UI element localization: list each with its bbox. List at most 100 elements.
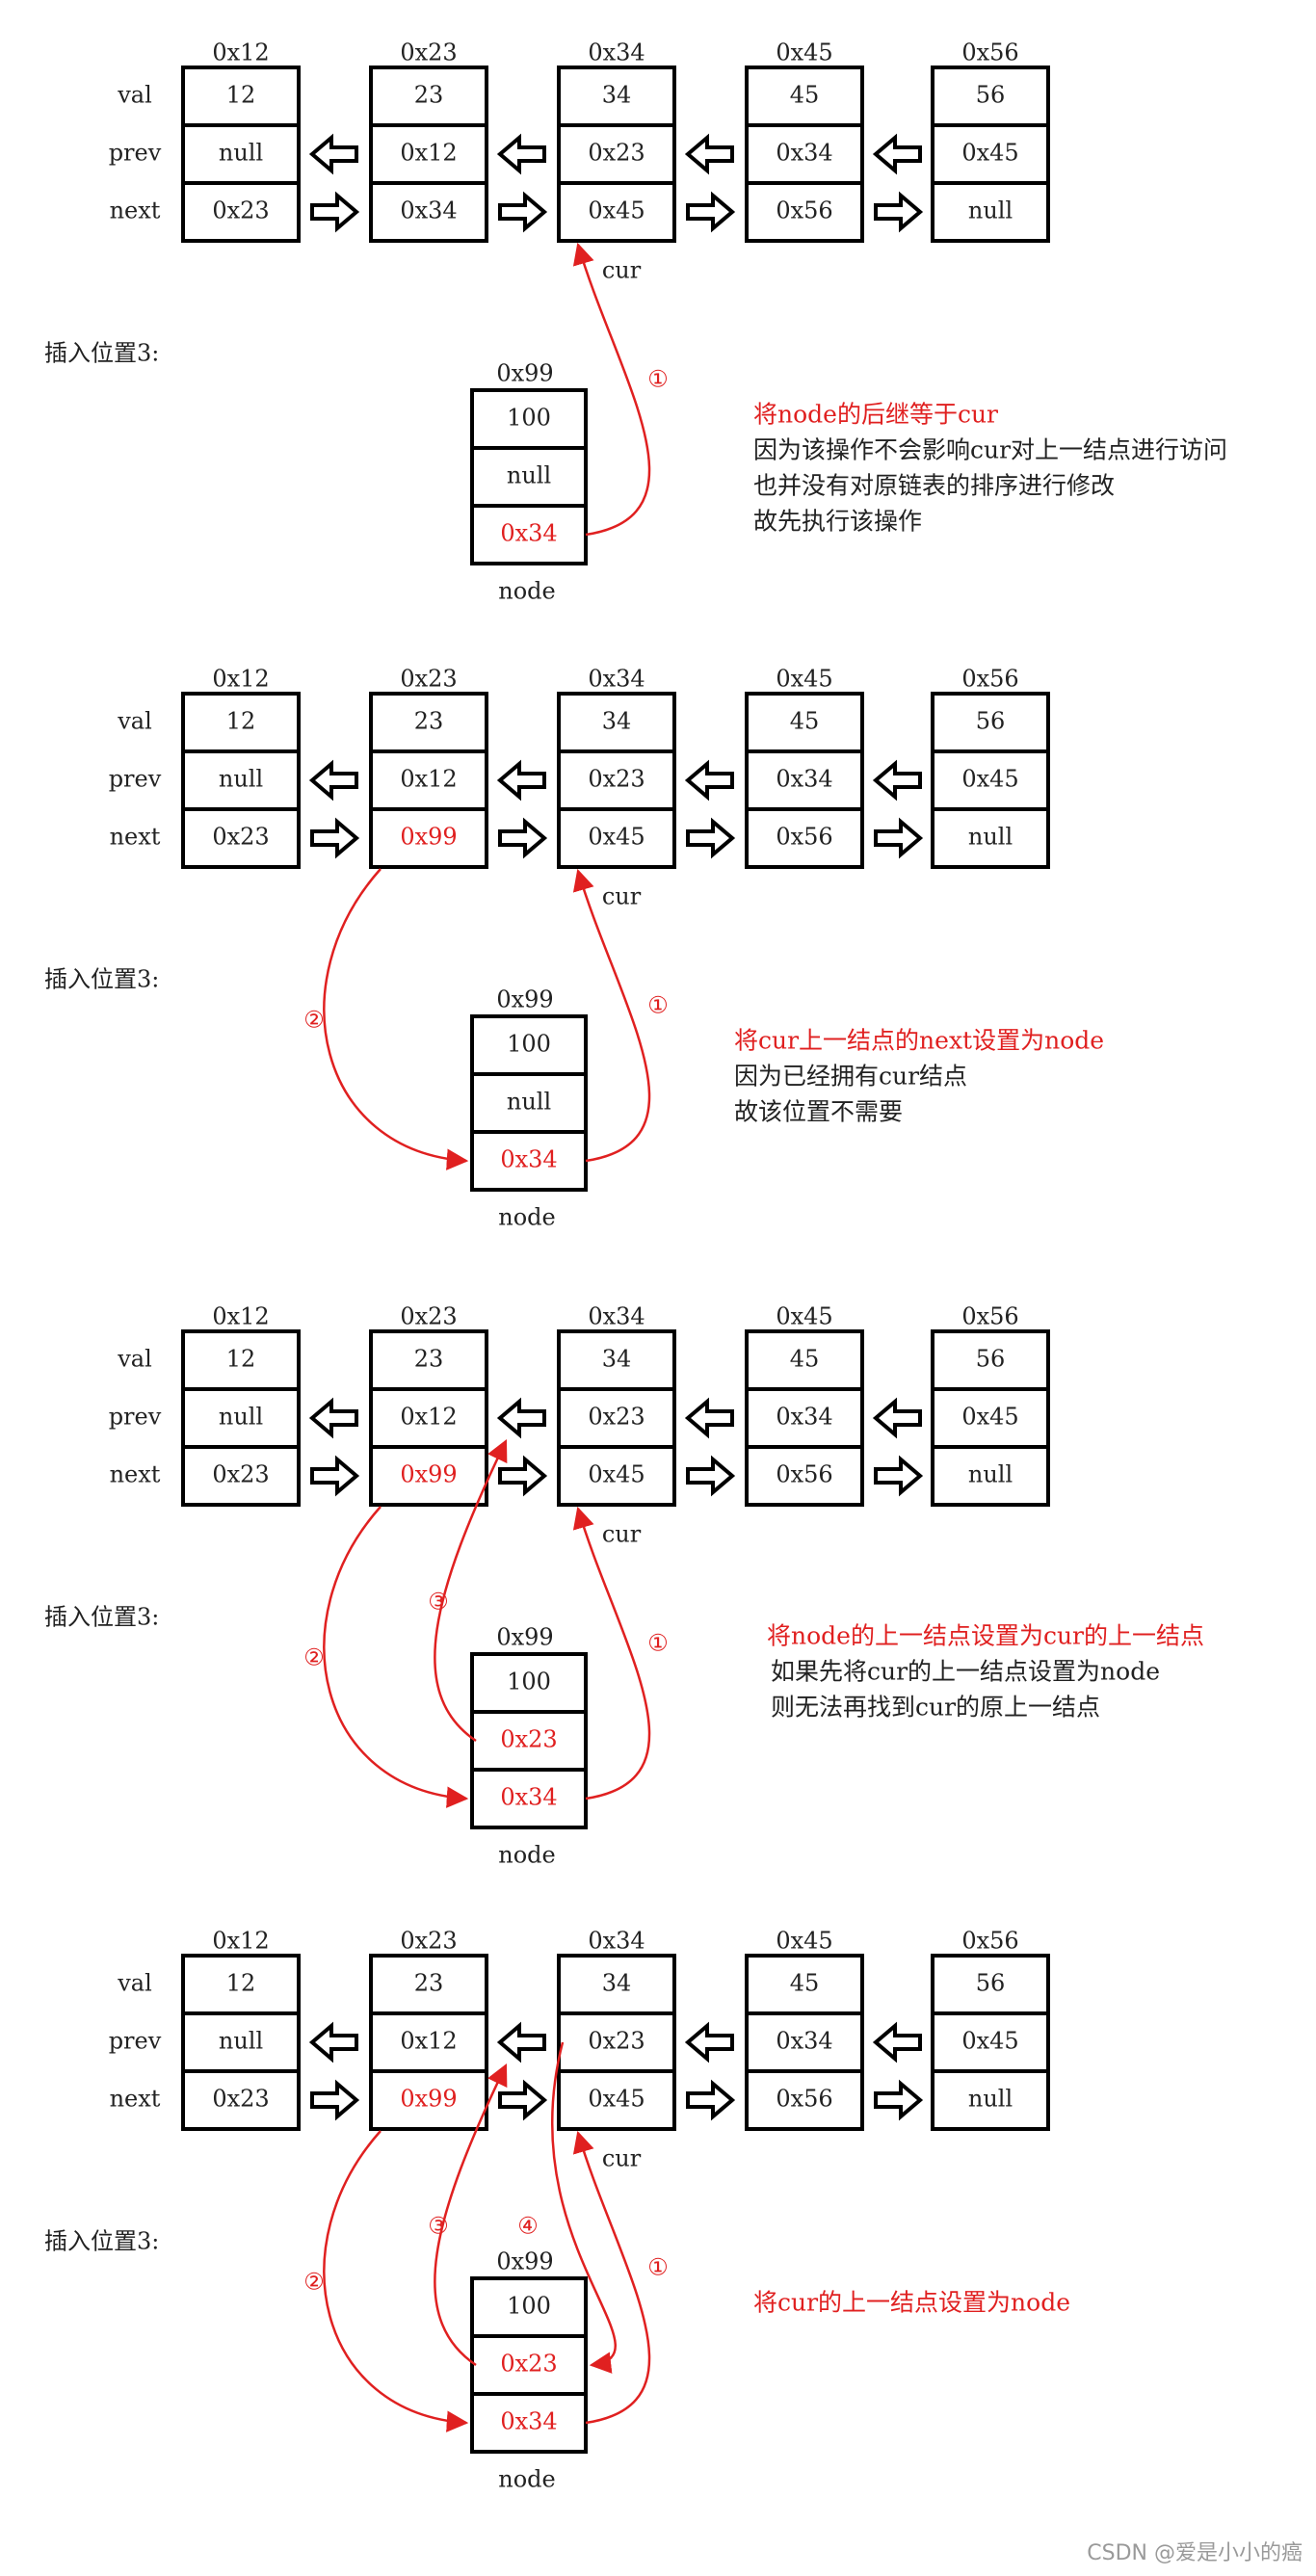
node-box xyxy=(557,1954,676,2131)
next-cell: null xyxy=(968,824,1013,851)
prev-cell: 0x45 xyxy=(961,140,1018,167)
note-line: 将node的后继等于cur xyxy=(753,401,998,429)
prev-cell: 0x23 xyxy=(588,766,645,793)
next-cell: null xyxy=(968,1461,1013,1488)
arrow-step-1 xyxy=(572,868,651,1163)
next-arrow xyxy=(686,817,736,859)
node-address: 0x56 xyxy=(961,39,1018,66)
next-cell: 0x56 xyxy=(776,197,832,224)
prev-arrow xyxy=(496,133,546,175)
val-cell: 23 xyxy=(414,1346,444,1373)
node-address: 0x23 xyxy=(400,666,457,693)
prev-cell: 0x34 xyxy=(776,140,832,167)
node-box xyxy=(557,66,676,243)
next-arrow xyxy=(498,817,548,859)
node-box xyxy=(931,1954,1050,2131)
next-arrow xyxy=(874,817,924,859)
marker-4: ④ xyxy=(517,2213,539,2240)
next-arrow xyxy=(310,1455,360,1497)
node-address: 0x45 xyxy=(776,666,832,693)
row-label-prev: prev xyxy=(109,140,162,167)
node-label: node xyxy=(498,1204,555,1231)
row-label-next: next xyxy=(110,197,161,224)
arrow-step-1 xyxy=(572,2130,651,2425)
new-node-address: 0x99 xyxy=(496,360,553,387)
prev-cell: 0x34 xyxy=(776,2028,832,2055)
marker-1: ① xyxy=(647,2254,669,2281)
node-address: 0x34 xyxy=(588,666,645,693)
node-label: node xyxy=(498,1842,555,1869)
prev-cell: 0x34 xyxy=(776,1404,832,1431)
new-node-address: 0x99 xyxy=(496,986,553,1013)
next-cell: 0x56 xyxy=(776,824,832,851)
node-box xyxy=(745,692,864,869)
prev-arrow xyxy=(496,2021,546,2063)
prev-cell: 0x12 xyxy=(400,766,457,793)
next-cell: 0x23 xyxy=(212,2086,269,2113)
arrow-step-1 xyxy=(572,1506,651,1801)
prev-arrow xyxy=(496,1397,546,1439)
node-box xyxy=(369,66,488,243)
new-node-val: 100 xyxy=(507,1669,551,1695)
node-address: 0x12 xyxy=(212,1928,269,1955)
insert-position-label: 插入位置3: xyxy=(44,966,159,993)
next-arrow xyxy=(874,2079,924,2121)
val-cell: 12 xyxy=(226,1970,256,1997)
val-cell: 23 xyxy=(414,708,444,735)
prev-cell: null xyxy=(219,140,263,167)
val-cell: 12 xyxy=(226,1346,256,1373)
marker-2: ② xyxy=(303,2269,325,2296)
marker-2: ② xyxy=(303,1644,325,1671)
marker-1: ① xyxy=(647,366,669,393)
next-arrow xyxy=(498,2079,548,2121)
note-line: 因为已经拥有cur结点 xyxy=(734,1063,967,1091)
marker-1: ① xyxy=(647,1630,669,1657)
next-cell: 0x23 xyxy=(212,197,269,224)
note-line: 故该位置不需要 xyxy=(734,1098,903,1126)
marker-2: ② xyxy=(303,1007,325,1034)
prev-cell: 0x45 xyxy=(961,2028,1018,2055)
next-arrow xyxy=(874,191,924,233)
node-box xyxy=(181,66,301,243)
node-address: 0x12 xyxy=(212,39,269,66)
prev-cell: 0x23 xyxy=(588,140,645,167)
row-label-prev: prev xyxy=(109,766,162,793)
next-arrow xyxy=(686,191,736,233)
node-box xyxy=(745,1329,864,1507)
next-arrow xyxy=(310,191,360,233)
new-node-prev: 0x23 xyxy=(500,2351,557,2378)
prev-arrow xyxy=(308,1397,358,1439)
node-box xyxy=(557,692,676,869)
node-label: node xyxy=(498,2466,555,2493)
new-node-box xyxy=(470,2276,588,2454)
prev-arrow xyxy=(872,1397,922,1439)
node-box xyxy=(181,1329,301,1507)
next-cell: null xyxy=(968,2086,1013,2113)
row-label-val: val xyxy=(117,82,152,109)
prev-cell: 0x45 xyxy=(961,766,1018,793)
val-cell: 34 xyxy=(602,82,632,109)
val-cell: 34 xyxy=(602,1970,632,1997)
new-node-prev: null xyxy=(507,1089,551,1116)
node-box xyxy=(181,692,301,869)
new-node-val: 100 xyxy=(507,1031,551,1058)
arrow-step-1 xyxy=(572,242,651,537)
next-arrow xyxy=(310,2079,360,2121)
prev-arrow xyxy=(684,759,734,802)
next-cell: 0x23 xyxy=(212,824,269,851)
marker-3: ③ xyxy=(428,2213,449,2240)
arrow-step-2 xyxy=(323,2130,469,2432)
row-label-prev: prev xyxy=(109,1404,162,1431)
prev-cell: 0x34 xyxy=(776,766,832,793)
new-node-val: 100 xyxy=(507,2293,551,2320)
new-node-prev: null xyxy=(507,462,551,489)
